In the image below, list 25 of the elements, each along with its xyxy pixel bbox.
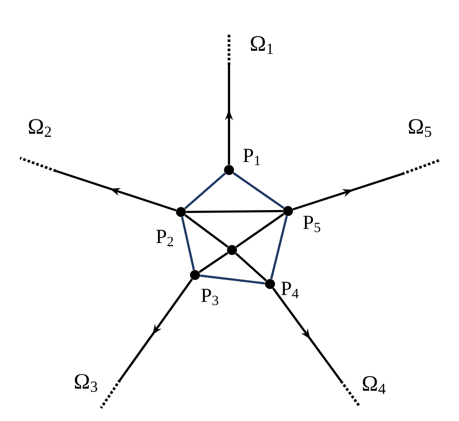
region-label: Ω$_{1}$: [250, 36, 273, 54]
connector-line: [270, 216, 288, 280]
connector-line: [184, 172, 226, 210]
arrow: [100, 278, 193, 409]
point-label: P$_{5}$: [303, 216, 320, 232]
arrow: [292, 158, 440, 210]
region-label: Ω$_{5}$: [408, 119, 432, 137]
connector-line: [232, 172, 284, 209]
connector-line: [236, 213, 284, 248]
connector-line: [200, 274, 265, 284]
point-label: P$_{1}$: [243, 148, 260, 166]
connector-line: [184, 214, 228, 248]
region-label: Ω$_{3}$: [74, 374, 98, 392]
region-label: Ω$_{4}$: [362, 376, 386, 394]
connector-line: [181, 216, 195, 270]
connector-line: [198, 252, 228, 273]
point-dot: [227, 245, 237, 255]
connector-line: [235, 252, 267, 282]
arrow: [272, 288, 362, 408]
point-label: P$_{2}$: [156, 230, 174, 246]
point-label: P$_{4}$: [281, 282, 299, 298]
arrow: [20, 156, 176, 212]
connector-line: [186, 210, 283, 214]
region-label: Ω$_{2}$: [28, 119, 51, 137]
point-label: P$_{3}$: [201, 288, 218, 306]
